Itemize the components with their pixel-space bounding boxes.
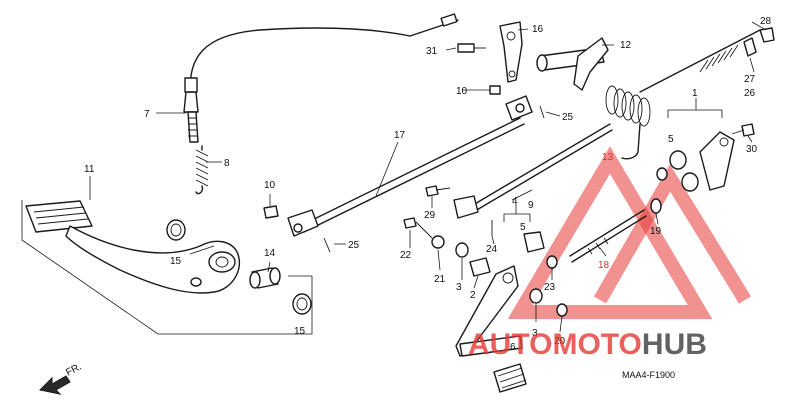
adjuster-rod	[569, 198, 662, 263]
callout-8: 8	[224, 158, 230, 169]
callout-25: 25	[562, 112, 574, 123]
watermark-text: AUTOMOTOHUB	[468, 328, 707, 361]
pivot-shaft	[536, 37, 609, 91]
brake-pedal	[25, 200, 241, 294]
return-spring	[605, 85, 651, 160]
dust-seals-and-collar	[166, 219, 312, 315]
callout-3: 3	[532, 328, 538, 339]
callout-29: 29	[424, 210, 436, 221]
callout-5: 5	[668, 134, 674, 145]
callout-15: 15	[170, 256, 182, 267]
callout-17: 17	[394, 130, 406, 141]
callout-15: 15	[294, 326, 306, 337]
callout-11: 11	[84, 164, 95, 175]
callout-31: 31	[426, 46, 438, 57]
adjuster-rod-assembly	[639, 27, 775, 93]
callout-13: 13	[602, 152, 614, 163]
callout-labels: 1 2 3 3 4 5 5 6 7 8 9 10 10 11 12 13 14 …	[84, 16, 772, 353]
small-hardware	[263, 105, 545, 277]
callout-5: 5	[520, 222, 526, 233]
direction-label: FR.	[64, 361, 83, 378]
callout-18: 18	[598, 260, 610, 271]
callout-20: 20	[554, 336, 566, 347]
leader-lines	[156, 21, 767, 333]
callout-10: 10	[264, 180, 276, 191]
callout-9: 9	[528, 200, 534, 211]
callout-2: 2	[470, 290, 476, 301]
diagram-code: MAA4-F1900	[622, 370, 675, 380]
bracket-11	[21, 200, 313, 335]
svg-text:AUTOMOTOHUB: AUTOMOTOHUB	[468, 328, 707, 361]
callout-14: 14	[264, 248, 276, 259]
brake-rod	[287, 95, 533, 237]
watermark-part-1: AUTOMOTO	[468, 328, 642, 361]
callout-24: 24	[486, 244, 498, 255]
callout-30: 30	[746, 144, 758, 155]
watermark-logo-triangles	[507, 146, 751, 319]
lever-assembly	[656, 123, 755, 192]
callout-25: 25	[348, 240, 360, 251]
callout-1: 1	[692, 88, 698, 99]
callout-21: 21	[434, 274, 446, 285]
callout-3: 3	[456, 282, 462, 293]
stop-switch-cable	[183, 13, 459, 195]
callout-10: 10	[456, 86, 468, 97]
callout-27: 27	[744, 74, 756, 85]
callout-26: 26	[744, 88, 756, 99]
callout-16: 16	[532, 24, 544, 35]
callout-4: 4	[512, 196, 518, 207]
callout-19: 19	[650, 226, 662, 237]
brake-arm	[457, 21, 523, 95]
callout-7: 7	[144, 109, 150, 120]
rear-lever-and-pedal-rubber	[455, 231, 568, 393]
front-direction-indicator: FR.	[38, 361, 84, 395]
callout-6: 6	[510, 342, 516, 353]
callout-28: 28	[760, 16, 772, 27]
callout-12: 12	[620, 40, 632, 51]
callout-23: 23	[544, 282, 556, 293]
watermark-part-2: HUB	[642, 328, 707, 361]
link-rod	[453, 123, 613, 219]
callout-22: 22	[400, 250, 412, 261]
